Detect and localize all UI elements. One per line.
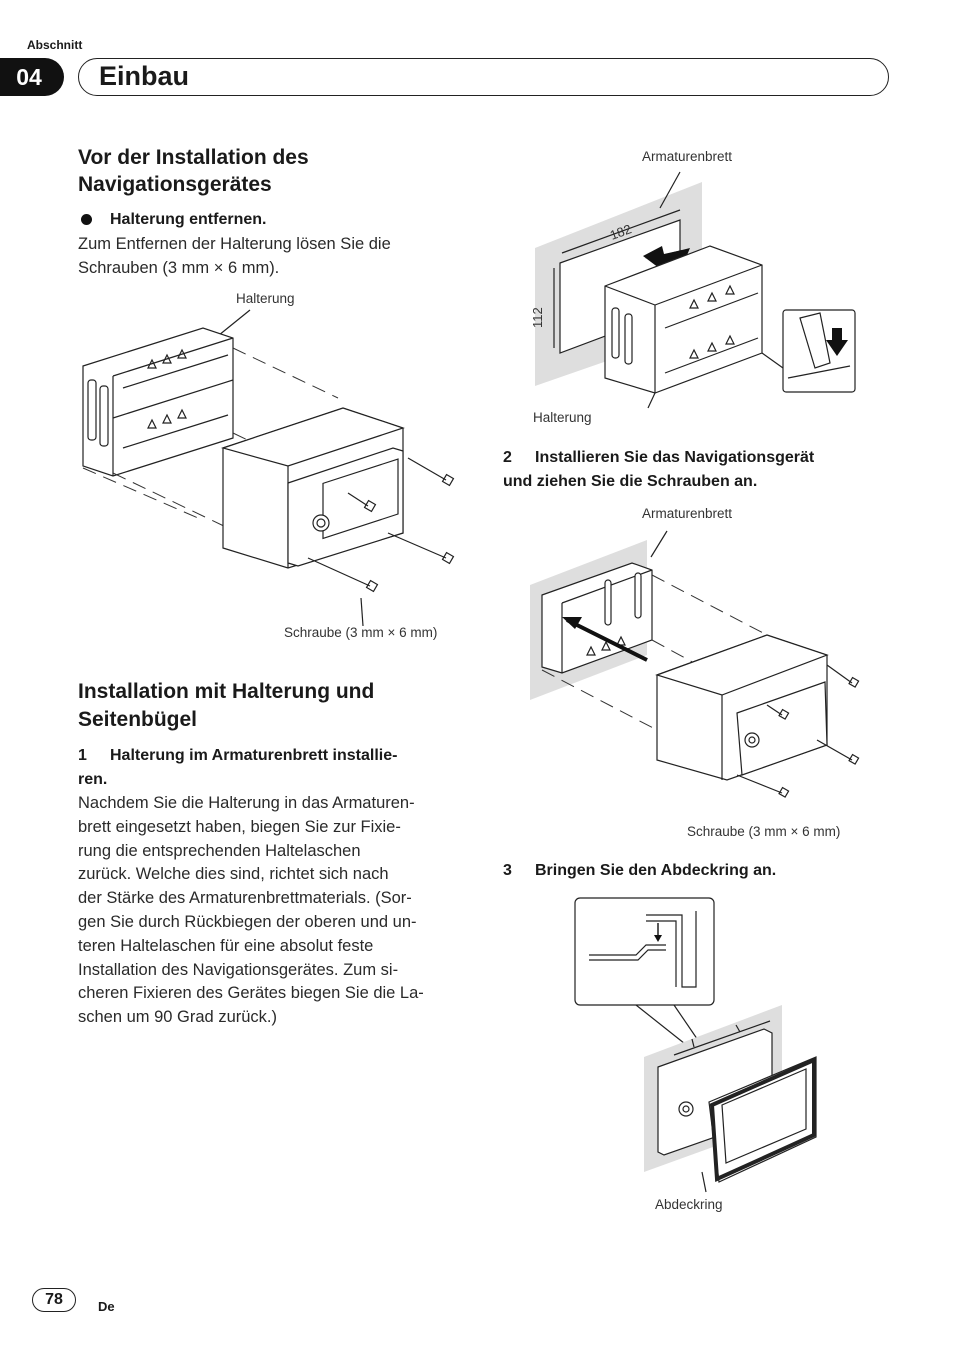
section-label: Abschnitt [27, 38, 83, 52]
fig1-label-halterung: Halterung [236, 291, 295, 306]
fig4-label-abdeckring: Abdeckring [655, 1197, 723, 1212]
section2-title-line1: Installation mit Halterung und [78, 680, 375, 703]
fig3-install-unit-illustration [530, 530, 860, 798]
fig3-label-schraube: Schraube (3 mm × 6 mm) [687, 824, 841, 839]
step1-body-line: gen Sie durch Rückbiegen der oberen und … [78, 912, 417, 931]
step1-body: Nachdem Sie die Halterung in das Armatur… [78, 792, 468, 1030]
step1-body-line: teren Haltelaschen für eine absolut fest… [78, 936, 374, 955]
language-code: De [98, 1299, 115, 1314]
step1-body-line: brett eingesetzt haben, biegen Sie zur F… [78, 817, 401, 836]
step1-body-line: der Stärke des Armaturenbrettmaterials. … [78, 889, 412, 908]
bullet-heading: Halterung entfernen. [110, 211, 267, 228]
step3-heading: Bringen Sie den Abdeckring an. [535, 862, 777, 879]
step1-number: 1 [78, 747, 87, 764]
chapter-title: Einbau [99, 61, 190, 91]
step2-heading-line1: Installieren Sie das Navigationsgerät [535, 449, 815, 466]
chapter-number-badge: 04 [0, 58, 64, 96]
fig4-trim-ring-illustration [574, 897, 817, 1193]
fig2-label-halterung: Halterung [533, 410, 592, 425]
step1-body-line: schen um 90 Grad zurück.) [78, 1008, 277, 1027]
step1-body-line: Installation des Navigationsgerätes. Zum… [78, 960, 399, 979]
step1-heading-line2: ren. [78, 771, 108, 788]
step1-heading-line1: Halterung im Armaturenbrett installie- [110, 747, 398, 764]
step2-heading-line2: und ziehen Sie die Schrauben an. [503, 473, 758, 490]
fig2-label-armaturenbrett: Armaturenbrett [642, 149, 733, 164]
fig2-dim-height: 112 [530, 307, 545, 328]
chapter-title-bar [78, 58, 889, 96]
fig1-bracket-removal-illustration [82, 309, 455, 627]
step1-body-line: zurück. Welche dies sind, richtet sich n… [78, 865, 389, 884]
step1-body-line: rung die entsprechenden Haltelaschen [78, 841, 361, 860]
section1-title-line2: Navigationsgerätes [78, 173, 272, 196]
bullet-icon [81, 214, 92, 225]
bullet-body-line2: Schrauben (3 mm × 6 mm). [78, 259, 280, 277]
step2-number: 2 [503, 449, 512, 466]
section2-title-line2: Seitenbügel [78, 708, 198, 731]
step1-body-line: cheren Fixieren des Gerätes biegen Sie d… [78, 984, 424, 1003]
bullet-body-line1: Zum Entfernen der Halterung lösen Sie di… [78, 235, 391, 253]
fig3-label-armaturenbrett: Armaturenbrett [642, 506, 733, 521]
step3-number: 3 [503, 862, 512, 879]
page-number: 78 [32, 1288, 76, 1312]
step1-body-line: Nachdem Sie die Halterung in das Armatur… [78, 794, 415, 812]
fig2-dashboard-bracket-illustration: 182 112 [530, 171, 856, 409]
fig2-dim-width: 182 [608, 221, 634, 243]
fig1-label-schraube: Schraube (3 mm × 6 mm) [284, 625, 438, 640]
section1-title-line1: Vor der Installation des [78, 146, 309, 169]
